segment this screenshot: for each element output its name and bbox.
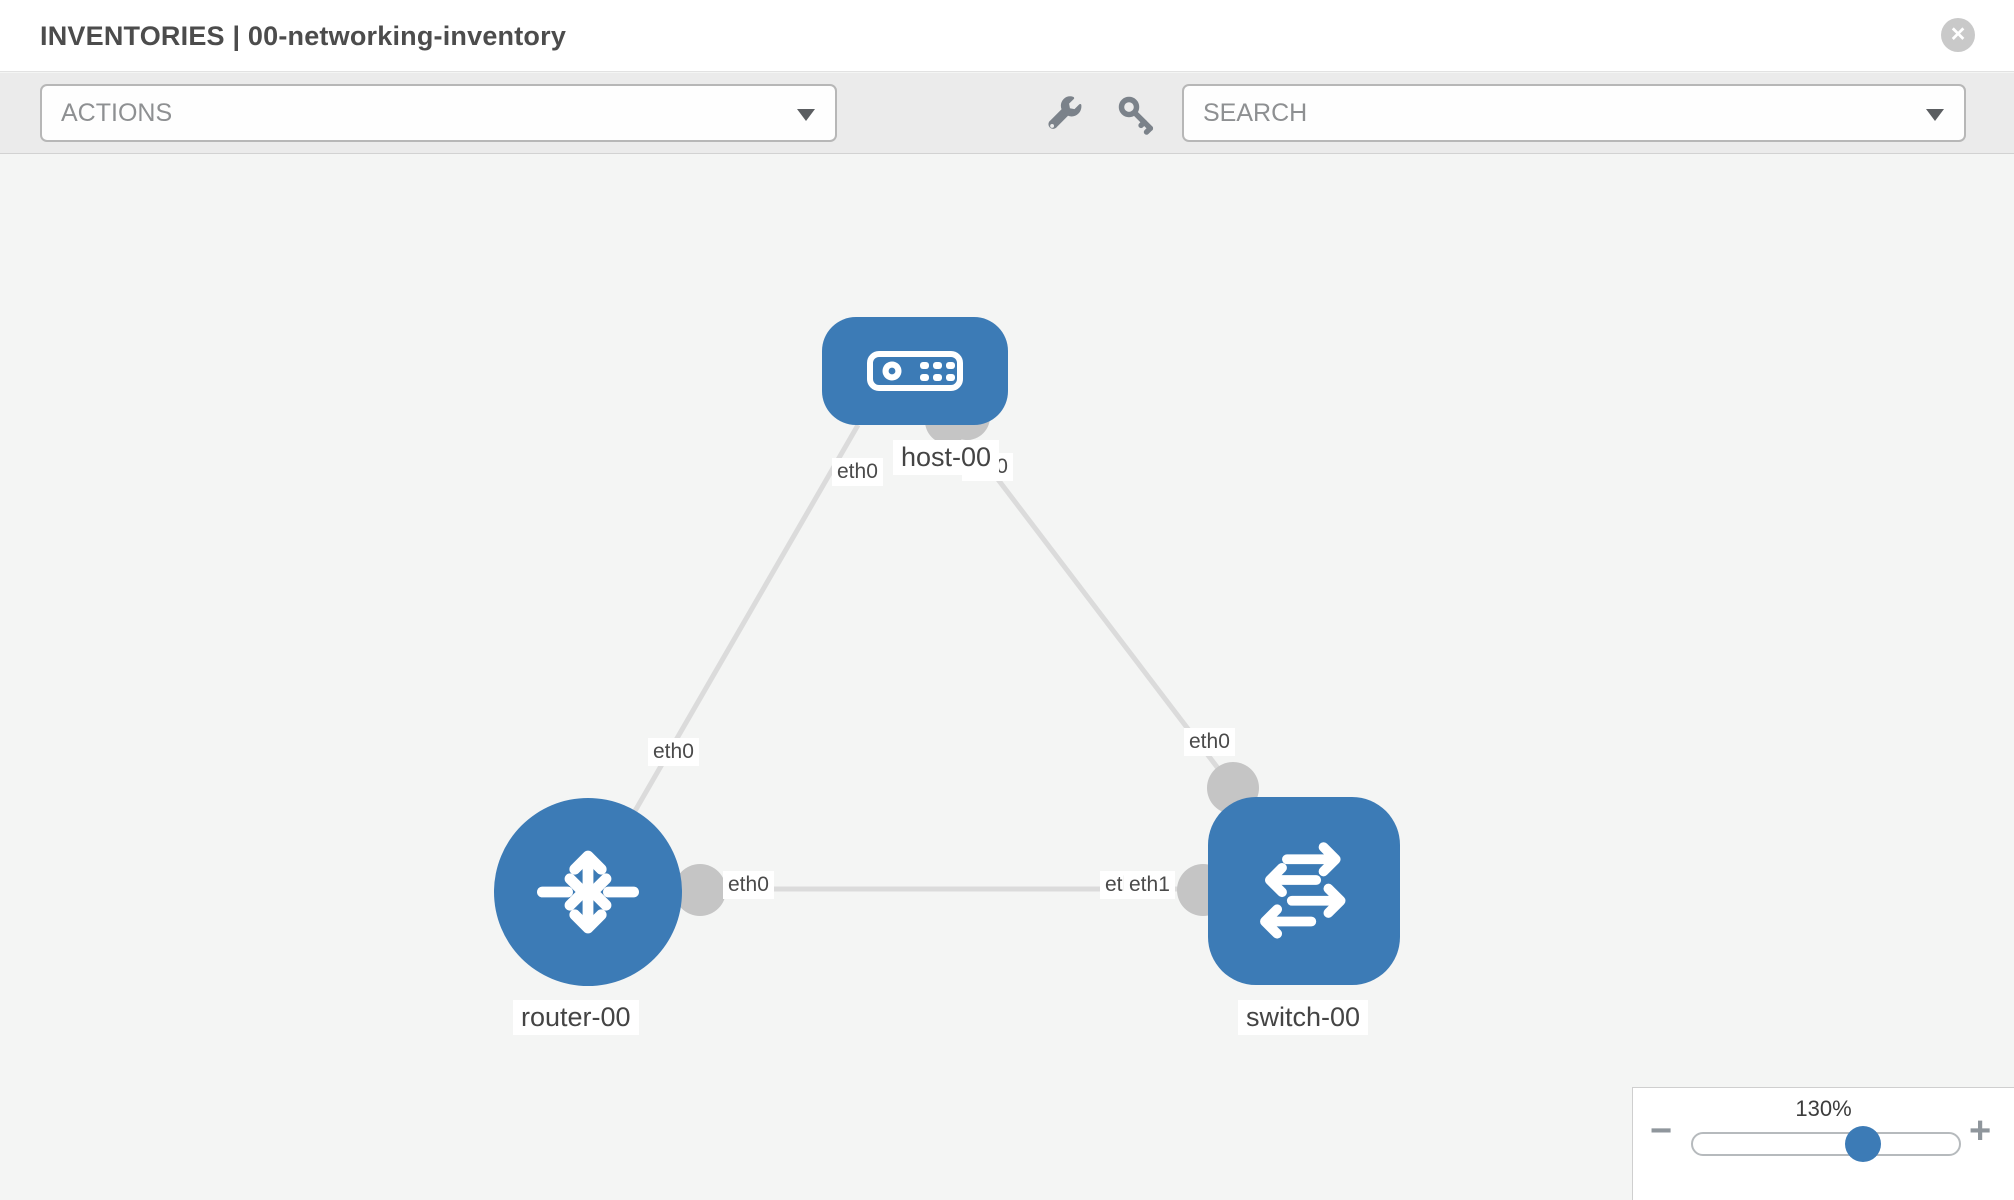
topology-canvas[interactable]: eth0 eth0 eth0 eth0 eth0 eth0 eth1 host-… xyxy=(0,155,2014,1200)
page-title: INVENTORIES | 00-networking-inventory xyxy=(40,21,567,51)
zoom-slider-track[interactable] xyxy=(1691,1132,1961,1156)
node-host-00[interactable] xyxy=(822,317,1008,425)
node-label-host: host-00 xyxy=(893,440,1000,475)
switch-icon xyxy=(1260,842,1346,939)
toolbar: ACTIONS SEARCH xyxy=(0,73,2014,154)
node-label-switch: switch-00 xyxy=(1238,1000,1369,1035)
interface-label: eth0 xyxy=(648,738,699,766)
link-host-switch xyxy=(953,421,1235,790)
links-layer xyxy=(632,394,1259,916)
chevron-down-icon xyxy=(1926,109,1944,121)
header: INVENTORIES | 00-networking-inventory × xyxy=(0,0,2014,72)
node-label-router: router-00 xyxy=(513,1000,639,1035)
zoom-in-button[interactable]: + xyxy=(1969,1110,1992,1152)
actions-dropdown-label: ACTIONS xyxy=(61,99,173,127)
zoom-panel: 130% − + xyxy=(1632,1087,2014,1200)
chevron-down-icon xyxy=(797,109,815,121)
actions-dropdown[interactable]: ACTIONS xyxy=(40,84,837,142)
interface-label: eth0 xyxy=(832,458,883,486)
interface-label: eth1 xyxy=(1124,871,1175,899)
node-switch-00[interactable] xyxy=(1208,797,1400,985)
host-icon xyxy=(867,351,963,391)
wrench-icon[interactable] xyxy=(1043,93,1085,135)
key-icon[interactable] xyxy=(1115,93,1157,135)
interface-label: eth0 xyxy=(1184,728,1235,756)
interface-label: eth0 xyxy=(723,871,774,899)
close-icon[interactable]: × xyxy=(1941,18,1975,52)
search-dropdown[interactable]: SEARCH xyxy=(1182,84,1966,142)
zoom-level: 130% xyxy=(1795,1096,1852,1121)
node-router-00[interactable] xyxy=(494,798,682,986)
search-dropdown-label: SEARCH xyxy=(1203,99,1308,127)
zoom-slider-thumb[interactable] xyxy=(1845,1126,1881,1162)
zoom-out-button[interactable]: − xyxy=(1650,1110,1673,1152)
router-icon xyxy=(537,850,639,934)
connector-router-right[interactable] xyxy=(674,864,726,916)
